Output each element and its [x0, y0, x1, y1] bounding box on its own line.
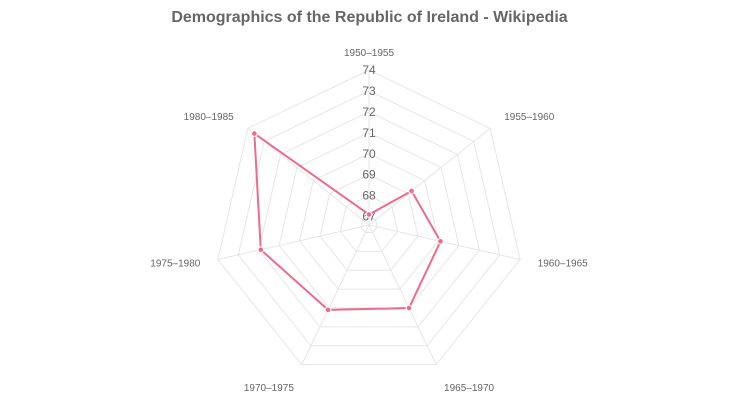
radar-spoke: [217, 224, 370, 260]
radar-spoke: [368, 127, 491, 226]
axis-label: 1950–1955: [344, 48, 394, 59]
data-point[interactable]: [365, 211, 373, 218]
radar-grid-ring: [360, 216, 378, 234]
radial-tick-label: 68: [362, 189, 376, 203]
radar-grid-ring: [258, 111, 480, 328]
radar-grid-ring: [339, 195, 399, 252]
data-point[interactable]: [257, 246, 265, 254]
radar-grid: [217, 69, 521, 366]
series-layer: [251, 130, 444, 314]
radar-spoke: [368, 224, 521, 260]
axis-label: 1970–1975: [244, 383, 294, 394]
data-point[interactable]: [251, 130, 258, 137]
radar-spoke: [301, 224, 370, 365]
radial-tick-label: 73: [362, 84, 376, 98]
axis-label: 1980–1985: [184, 112, 234, 123]
radial-tick-label: 72: [362, 105, 376, 119]
radial-tick-label: 74: [362, 63, 376, 77]
data-point[interactable]: [437, 238, 444, 245]
axis-label: 1955–1960: [504, 112, 554, 123]
radial-tick-label: 70: [362, 147, 376, 161]
radar-grid-ring: [299, 153, 439, 290]
data-point[interactable]: [408, 187, 415, 195]
radial-tick-label: 71: [362, 126, 376, 140]
radial-tick-label: 69: [362, 168, 376, 182]
axis-labels: 1950–1955 1955–1960 1960–1965 1965–1970 1970…: [150, 48, 588, 394]
axis-label: 1965–1970: [444, 383, 494, 394]
chart-title: Demographics of the Republic of Ireland …: [171, 9, 568, 26]
series-line: [253, 132, 442, 311]
radar-grid-ring: [237, 90, 501, 347]
radar-spoke: [368, 224, 437, 365]
radar-grid-ring: [217, 69, 521, 366]
data-point[interactable]: [324, 306, 332, 314]
radar-spoke: [247, 127, 370, 226]
axis-label: 1975–1980: [150, 258, 200, 269]
axis-label: 1960–1965: [538, 258, 588, 269]
data-point[interactable]: [405, 304, 413, 312]
radar-grid-ring: [319, 174, 419, 271]
